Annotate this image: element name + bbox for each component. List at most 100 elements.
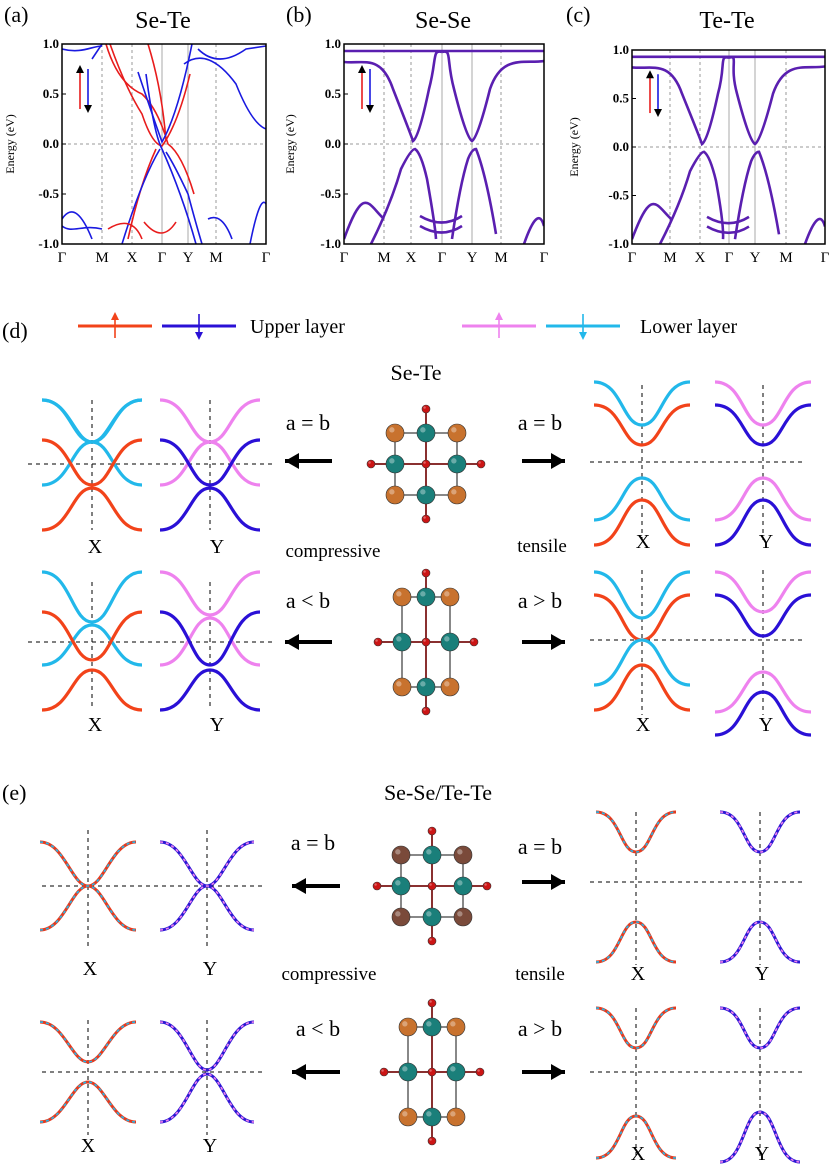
atom [422,1017,442,1037]
atom-highlight [451,458,457,464]
band-line [107,222,143,240]
atom-highlight [457,849,463,855]
y-tick-label: 0.5 [43,86,60,101]
strain-arrow-head [285,634,299,650]
y-tick-label: -1.0 [608,236,629,251]
band-line [522,216,544,244]
band-line [419,224,463,234]
band-curve [159,884,255,932]
y-tick-label: -1.0 [38,236,59,251]
atom-highlight [484,883,487,886]
atom-highlight [450,1111,456,1117]
legend-arrowhead [495,312,503,320]
band-curve-overlay [719,1007,801,1049]
y-tick-label: 0.5 [613,91,630,106]
atom-highlight [450,1066,456,1072]
atom [391,876,411,896]
band-curve [593,663,691,712]
band-curve-overlay [39,885,137,931]
atom-highlight [423,406,426,409]
band-curve-overlay [595,1007,677,1049]
atom-highlight [402,1111,408,1117]
atom-highlight [429,1000,432,1003]
strain-arrow-head [292,1064,306,1080]
band-curve [159,440,261,487]
band-line [803,217,825,244]
section-d-label: (d) [2,318,28,343]
atom-highlight [426,1021,432,1027]
atom [416,677,436,697]
k-point-label: M [663,250,676,266]
atom [398,1062,418,1082]
band-curve-overlay [39,1021,137,1063]
atom-highlight [429,1138,432,1141]
atom [379,1067,389,1077]
atom [427,1136,437,1146]
strain-label-bottom-right: a > b [518,1016,562,1041]
atom [447,423,467,443]
band-line [207,216,233,240]
atom-highlight [477,1069,480,1072]
k-point-label: Γ [540,250,549,266]
k-label: Y [203,958,217,980]
legend-arrowhead [111,312,119,320]
band-line [450,147,498,240]
atom [446,1017,466,1037]
band-curve [159,616,261,667]
atom [372,881,382,891]
strain-arrow-head [551,453,565,469]
band-line [109,44,191,147]
atom [427,936,437,946]
band-curve [714,570,812,614]
k-point-label: X [406,250,417,266]
atom-highlight [429,938,432,941]
band-line [165,151,203,244]
band-line [143,221,177,234]
legend-lower-label: Lower layer [640,316,738,338]
band-curve-overlay [159,885,255,931]
k-label: Y [759,531,773,553]
band-curve [714,670,812,714]
atom-highlight [381,1069,384,1072]
strain-label-bottom-right: a > b [518,588,562,613]
atom [391,907,411,927]
k-point-label: Γ [158,250,167,266]
strain-arrow-head [292,878,306,894]
atom [385,485,405,505]
band-group [632,55,825,244]
atom [373,637,383,647]
atom-highlight [402,1066,408,1072]
k-point-label: Γ [262,250,271,266]
atom [392,587,412,607]
k-point-label: Y [750,250,761,266]
band-curve [159,610,261,667]
band-curve [593,638,691,687]
band-curve [714,380,812,427]
band-curve [714,690,812,737]
band-curve-overlay [39,1081,137,1123]
atom-highlight [402,1021,408,1027]
atom [427,881,437,891]
k-point-label: X [695,250,706,266]
atom-highlight [396,636,402,642]
band-line [137,44,193,144]
band-line [419,214,463,224]
k-label: Y [210,714,224,736]
atom [398,1017,418,1037]
atom [422,845,442,865]
tensile-label: tensile [517,536,567,557]
compressive-label: compressive [286,541,381,562]
band-line [105,44,195,195]
atom-highlight [457,880,463,886]
band-line [91,44,103,60]
atom-highlight [368,461,371,464]
y-tick-label: 1.0 [43,36,59,51]
atom [421,404,431,414]
band-line [632,55,730,147]
band-line [62,225,103,230]
atom-highlight [374,883,377,886]
k-label: Y [755,1143,769,1165]
atom [446,1107,466,1127]
